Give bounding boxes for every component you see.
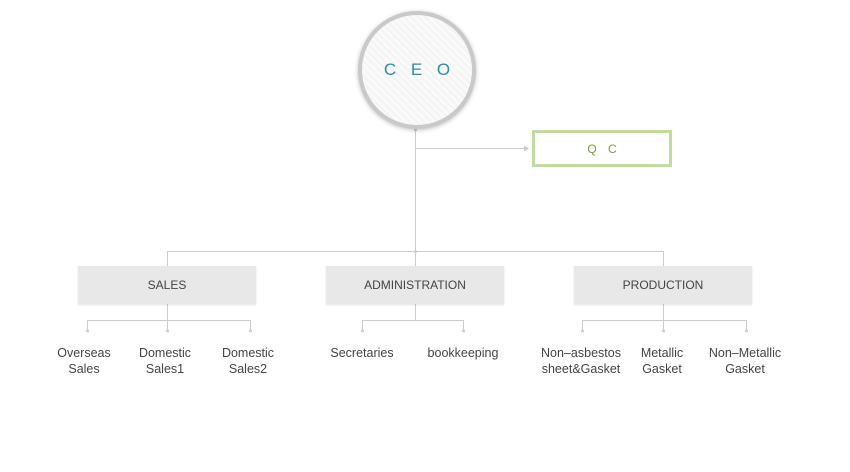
sub-non-metallic-gasket: Non–Metallic Gasket xyxy=(708,346,782,376)
dept-production: PRODUCTION xyxy=(574,266,752,304)
qc-node: Q C xyxy=(532,130,672,167)
qc-arrowhead xyxy=(524,145,529,152)
dept-sales: SALES xyxy=(78,266,256,304)
qc-label: Q C xyxy=(587,141,621,156)
ceo-node: C E O xyxy=(358,11,476,129)
sub-domestic-sales1: Domestic Sales1 xyxy=(138,346,192,376)
sub-overseas-sales: Overseas Sales xyxy=(57,346,111,376)
sub-non-asbestos-sheet-gasket: Non–asbestos sheet&Gasket xyxy=(541,346,621,376)
dept-administration: ADMINISTRATION xyxy=(326,266,504,304)
ceo-label: C E O xyxy=(383,60,456,79)
sub-domestic-sales2: Domestic Sales2 xyxy=(221,346,275,376)
sub-bookkeeping: bookkeeping xyxy=(427,346,499,360)
sub-metallic-gasket: Metallic Gasket xyxy=(640,346,684,376)
sub-secretaries: Secretaries xyxy=(330,346,394,360)
